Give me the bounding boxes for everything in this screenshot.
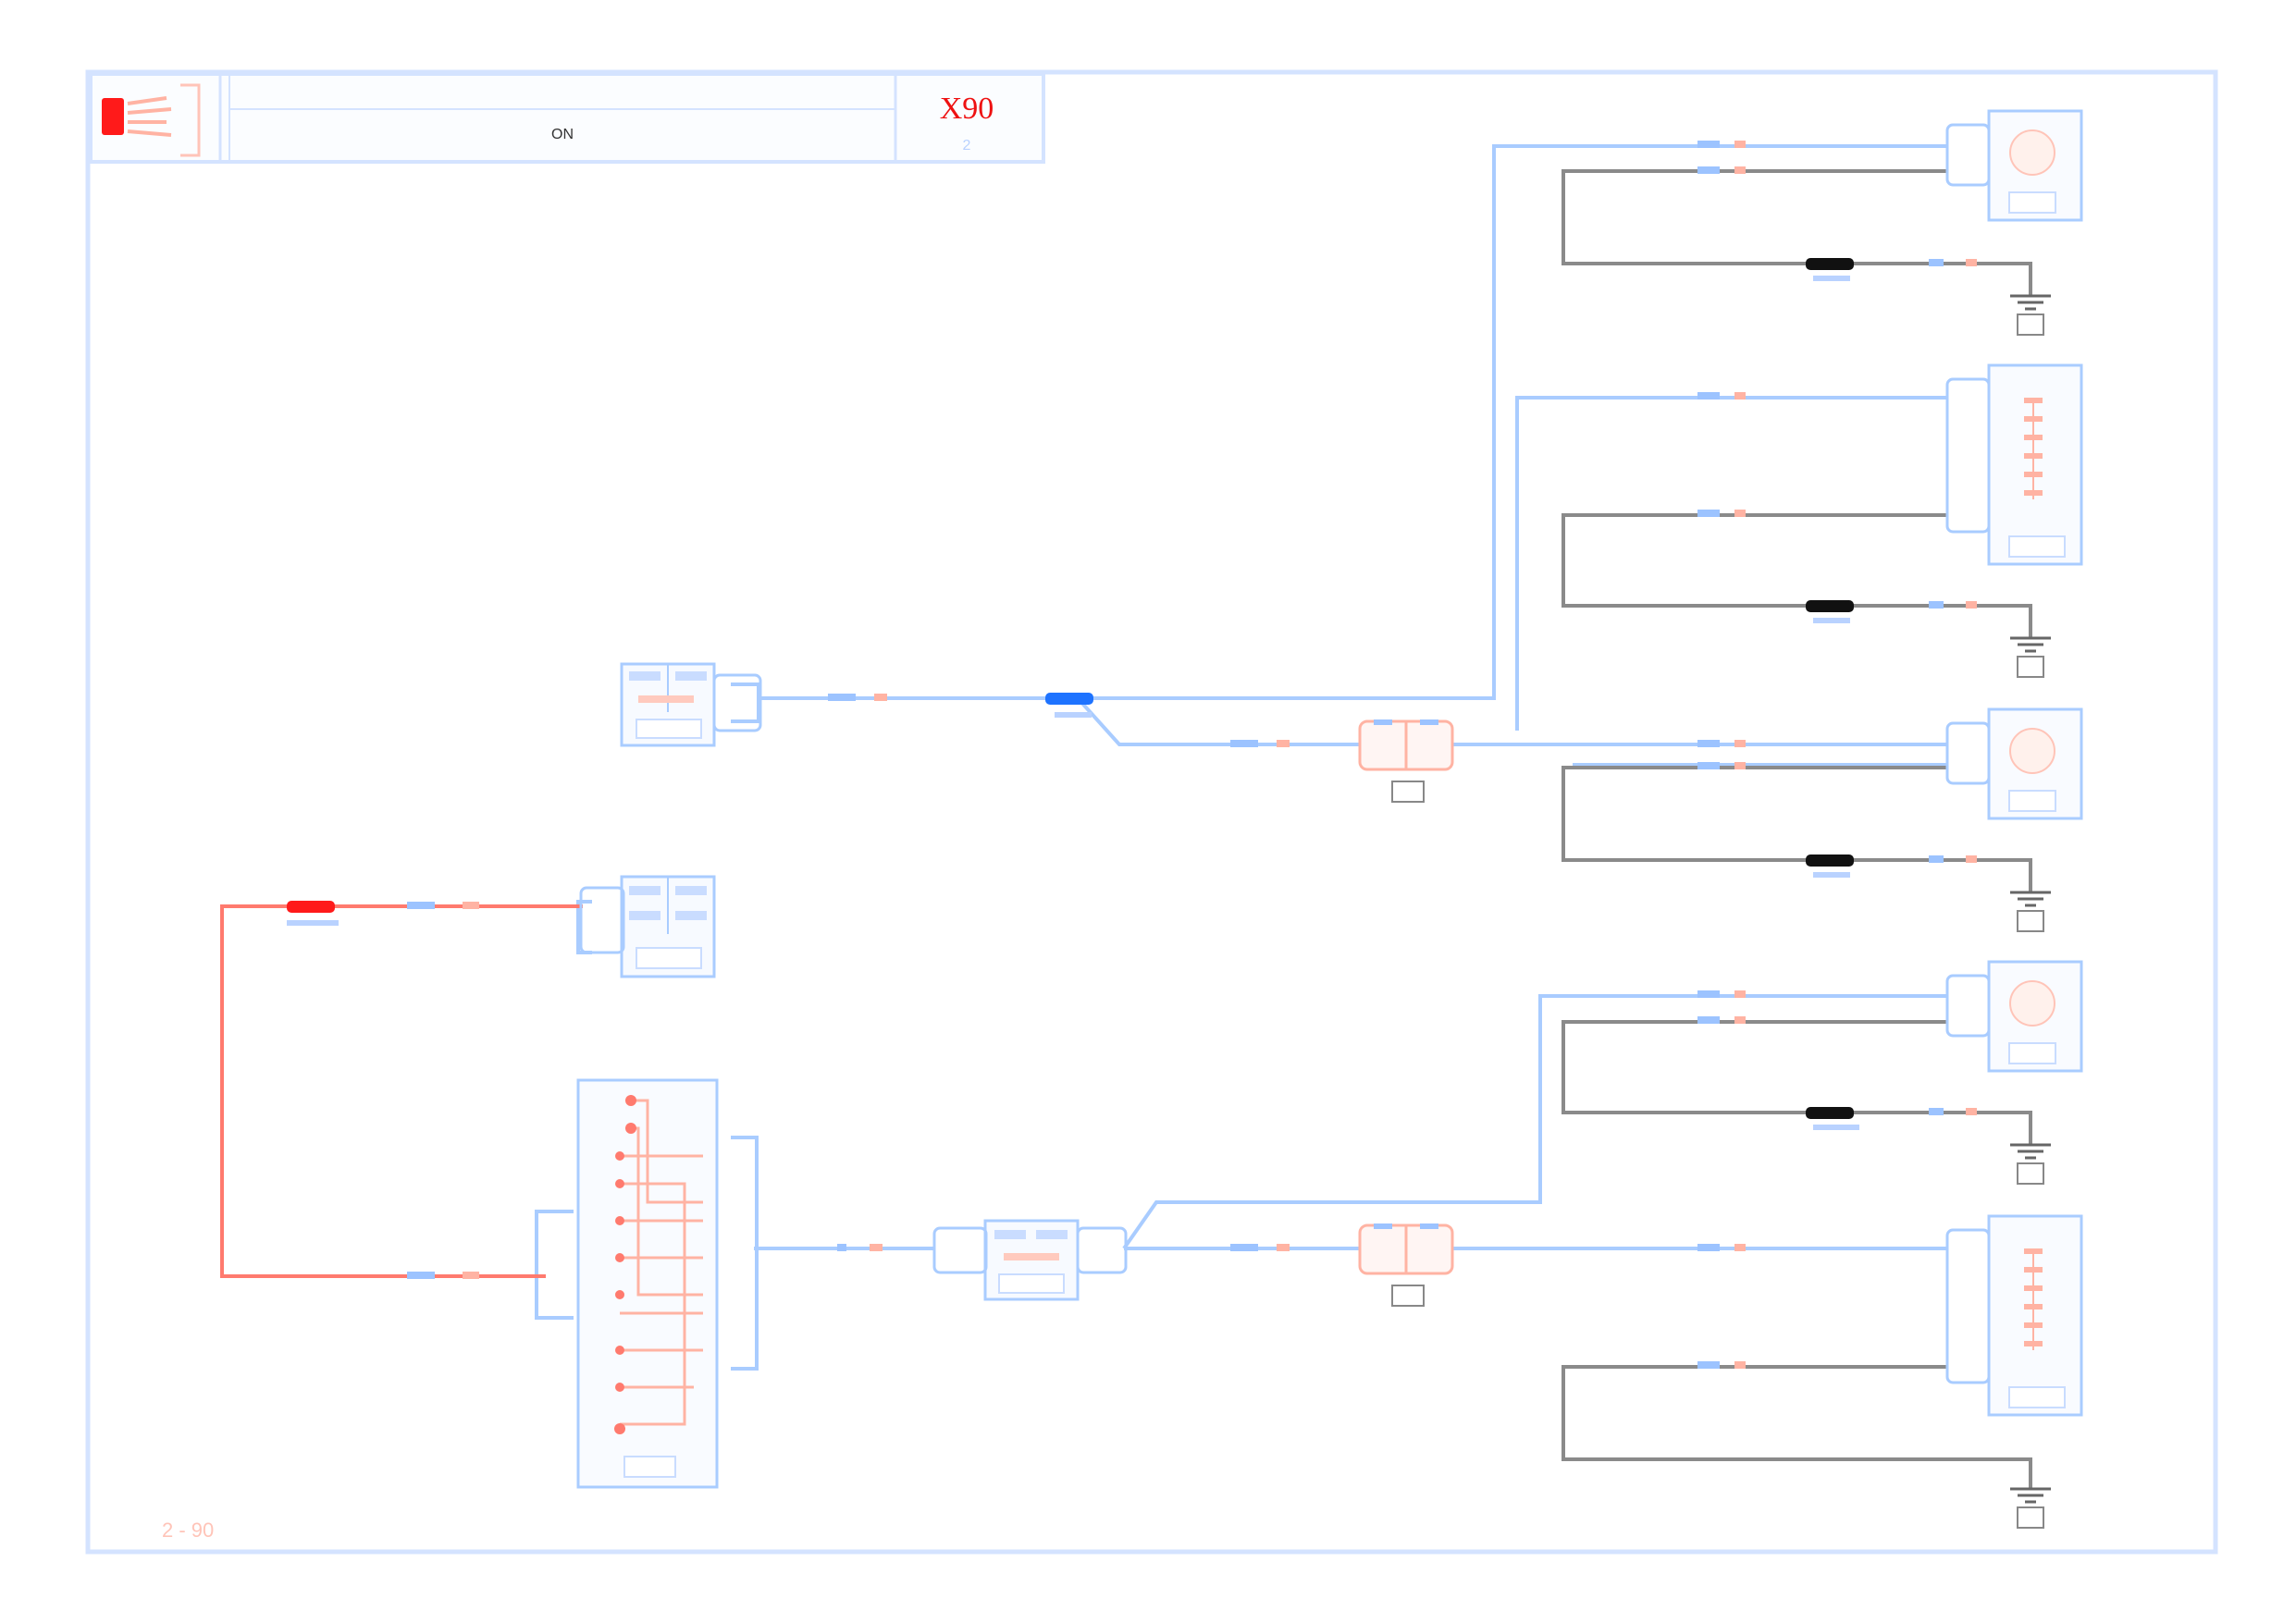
ground-splice-4 <box>1806 1107 1854 1119</box>
blue-wires <box>535 144 1947 1371</box>
fuse-box-middle <box>579 875 716 978</box>
connector-joint-lower <box>1358 1223 1454 1307</box>
gray-wires <box>1562 169 2032 1489</box>
title-block: ON X90 2 <box>89 72 1045 164</box>
ignition-switch <box>576 1078 719 1489</box>
header-center-text: ON <box>551 127 574 142</box>
diagram-frame <box>85 69 2218 1555</box>
ground-splice-1 <box>1806 258 1854 270</box>
red-wires <box>220 904 583 1278</box>
page-reference: 2 - 90 <box>162 1518 214 1542</box>
ground-splice-3 <box>1806 855 1854 867</box>
lamp-5 <box>1945 1214 2083 1417</box>
lamp-2 <box>1945 363 2083 566</box>
lamp-3 <box>1945 707 2083 820</box>
lamp-4 <box>1945 960 2083 1073</box>
splice-red <box>287 901 335 913</box>
ground-symbol <box>2010 294 2051 1529</box>
lamp-1 <box>1945 109 2083 222</box>
diagram-subcode: 2 <box>963 138 971 154</box>
relay-module <box>932 1219 1128 1301</box>
ground-splice-2 <box>1806 600 1854 612</box>
splice-blue <box>1045 693 1093 705</box>
wire-markers <box>287 141 1977 1369</box>
fuse-box-upper <box>620 662 762 747</box>
diagram-code: X90 <box>940 92 994 126</box>
manufacturer-logo <box>102 83 201 157</box>
connector-joint-upper <box>1358 719 1454 803</box>
